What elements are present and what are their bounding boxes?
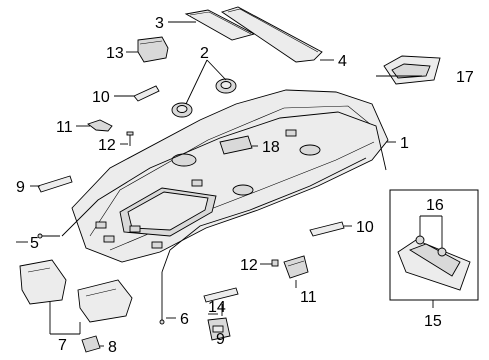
callout-16: 16 — [426, 197, 444, 214]
callout-7: 7 — [58, 337, 67, 354]
bracket-part-11-left — [87, 119, 113, 132]
screw-part-12-right — [271, 259, 279, 267]
inset-box-part-15 — [389, 189, 479, 301]
callout-3: 3 — [155, 15, 164, 32]
assist-handle-part-10-right — [309, 221, 345, 237]
callout-4: 4 — [338, 53, 347, 70]
screw-part-12-left — [126, 131, 134, 146]
callout-9-bottom: 9 — [216, 331, 225, 348]
callout-6: 6 — [180, 311, 189, 328]
sun-visors-part-7 — [19, 259, 133, 323]
callout-11-left: 11 — [56, 119, 73, 136]
callout-1: 1 — [400, 135, 409, 152]
callout-5: 5 — [30, 235, 39, 252]
callout-10-right: 10 — [356, 219, 374, 236]
callout-15: 15 — [424, 313, 442, 330]
lamp-part-14 — [207, 317, 231, 341]
grommets-part-2 — [171, 78, 237, 118]
assist-handle-part-9-left — [37, 175, 73, 193]
callout-17: 17 — [456, 69, 474, 86]
callout-14: 14 — [208, 299, 226, 316]
callout-2: 2 — [200, 45, 209, 62]
callout-10-left: 10 — [92, 89, 110, 106]
callout-9-left: 9 — [16, 179, 25, 196]
leader-lines — [16, 21, 443, 347]
pad-part-4 — [220, 6, 323, 63]
bracket-part-13 — [137, 36, 169, 63]
callout-13: 13 — [106, 45, 124, 62]
bracket-part-11-right — [283, 255, 309, 279]
callout-11-right: 11 — [300, 289, 317, 306]
assist-handle-part-9-bottom — [203, 287, 239, 303]
assist-handle-part-10-left — [133, 85, 160, 102]
headliner-part-1 — [37, 89, 389, 325]
console-part-18 — [219, 135, 253, 155]
clip-part-8 — [81, 335, 101, 353]
callout-18: 18 — [262, 139, 280, 156]
callout-8: 8 — [108, 339, 117, 356]
callout-12-left: 12 — [98, 137, 116, 154]
dome-lamp-part-17 — [383, 55, 441, 85]
callout-12-right: 12 — [240, 257, 258, 274]
